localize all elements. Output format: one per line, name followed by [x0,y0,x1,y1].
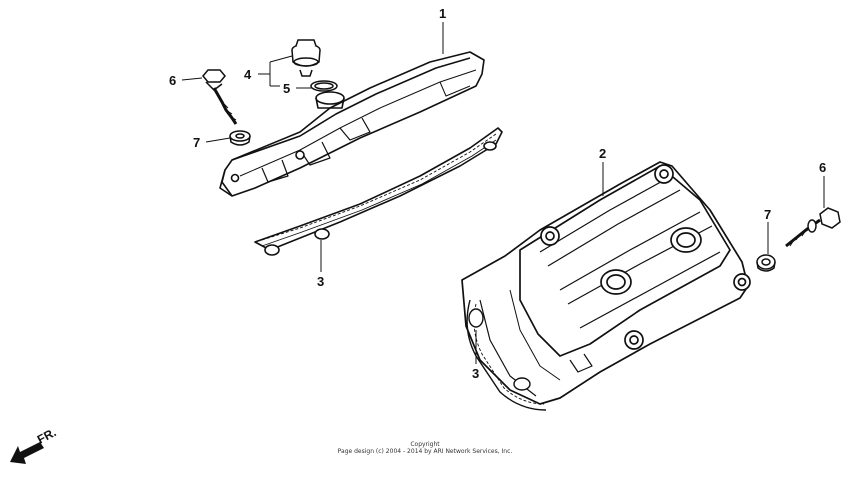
cover-bolt-left [202,69,238,125]
front-arrow-icon [10,442,44,464]
cover-bolt-right [785,207,841,248]
oil-filler-cap [291,39,321,77]
callout-1: 1 [439,6,446,21]
callout-2: 2 [599,146,606,161]
sealing-washer-left [229,130,251,146]
callout-7-right: 7 [764,207,771,222]
sealing-washer-right [756,254,776,272]
copyright-line-1: Copyright [410,441,440,448]
callout-4: 4 [244,67,252,82]
head-cover-rear [461,161,751,405]
callout-3-lower: 3 [472,366,479,381]
callout-7-left: 7 [193,135,200,150]
callout-3-upper: 3 [317,274,324,289]
copyright-notice: Copyright Page design (c) 2004 - 2014 by… [0,441,850,455]
callout-5: 5 [283,81,290,96]
leader-lines [181,22,825,364]
head-cover-gasket-front [254,127,503,256]
copyright-line-2: Page design (c) 2004 - 2014 by ARI Netwo… [337,448,513,455]
callout-6-left: 6 [169,73,176,88]
head-cover-gasket-rear [466,299,547,411]
head-cover-front [219,51,485,197]
o-ring-upper [310,80,338,92]
callout-6-right: 6 [819,160,826,175]
